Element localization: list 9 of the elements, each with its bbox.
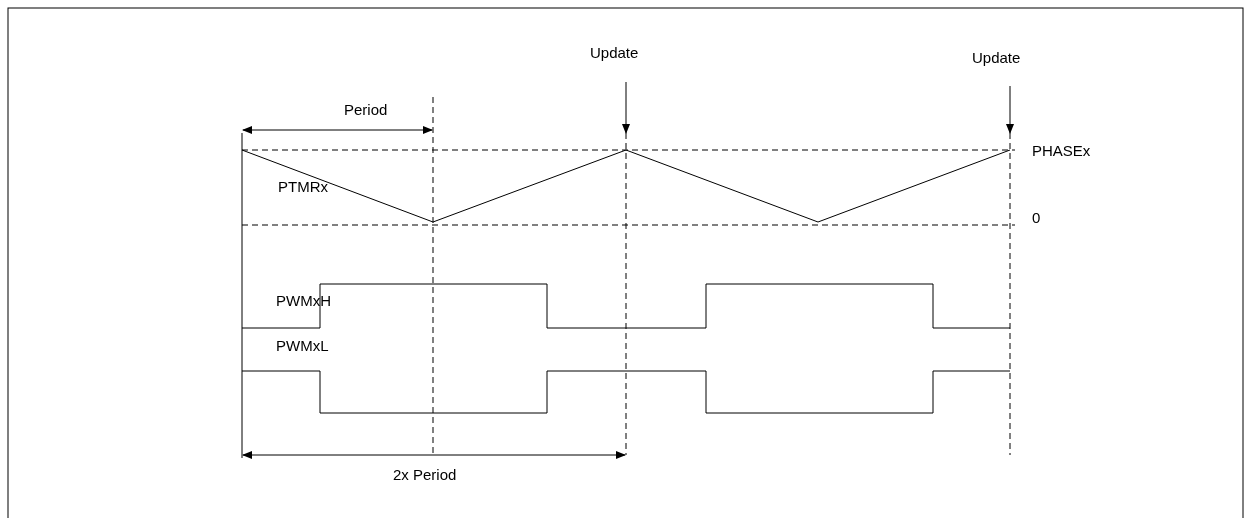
level-label: PHASEx [1032,142,1091,160]
signal-name: PTMRx [278,178,328,196]
level-label: 0 [1032,209,1041,227]
signal-event-label: Update [972,49,1021,67]
dimension-label: Period [344,101,388,119]
dimension-label: 2x Period [393,466,457,484]
signal-event-label: Update [590,44,639,62]
signal-name: PWMxL [276,337,329,355]
signal-name: PWMxH [276,292,331,310]
